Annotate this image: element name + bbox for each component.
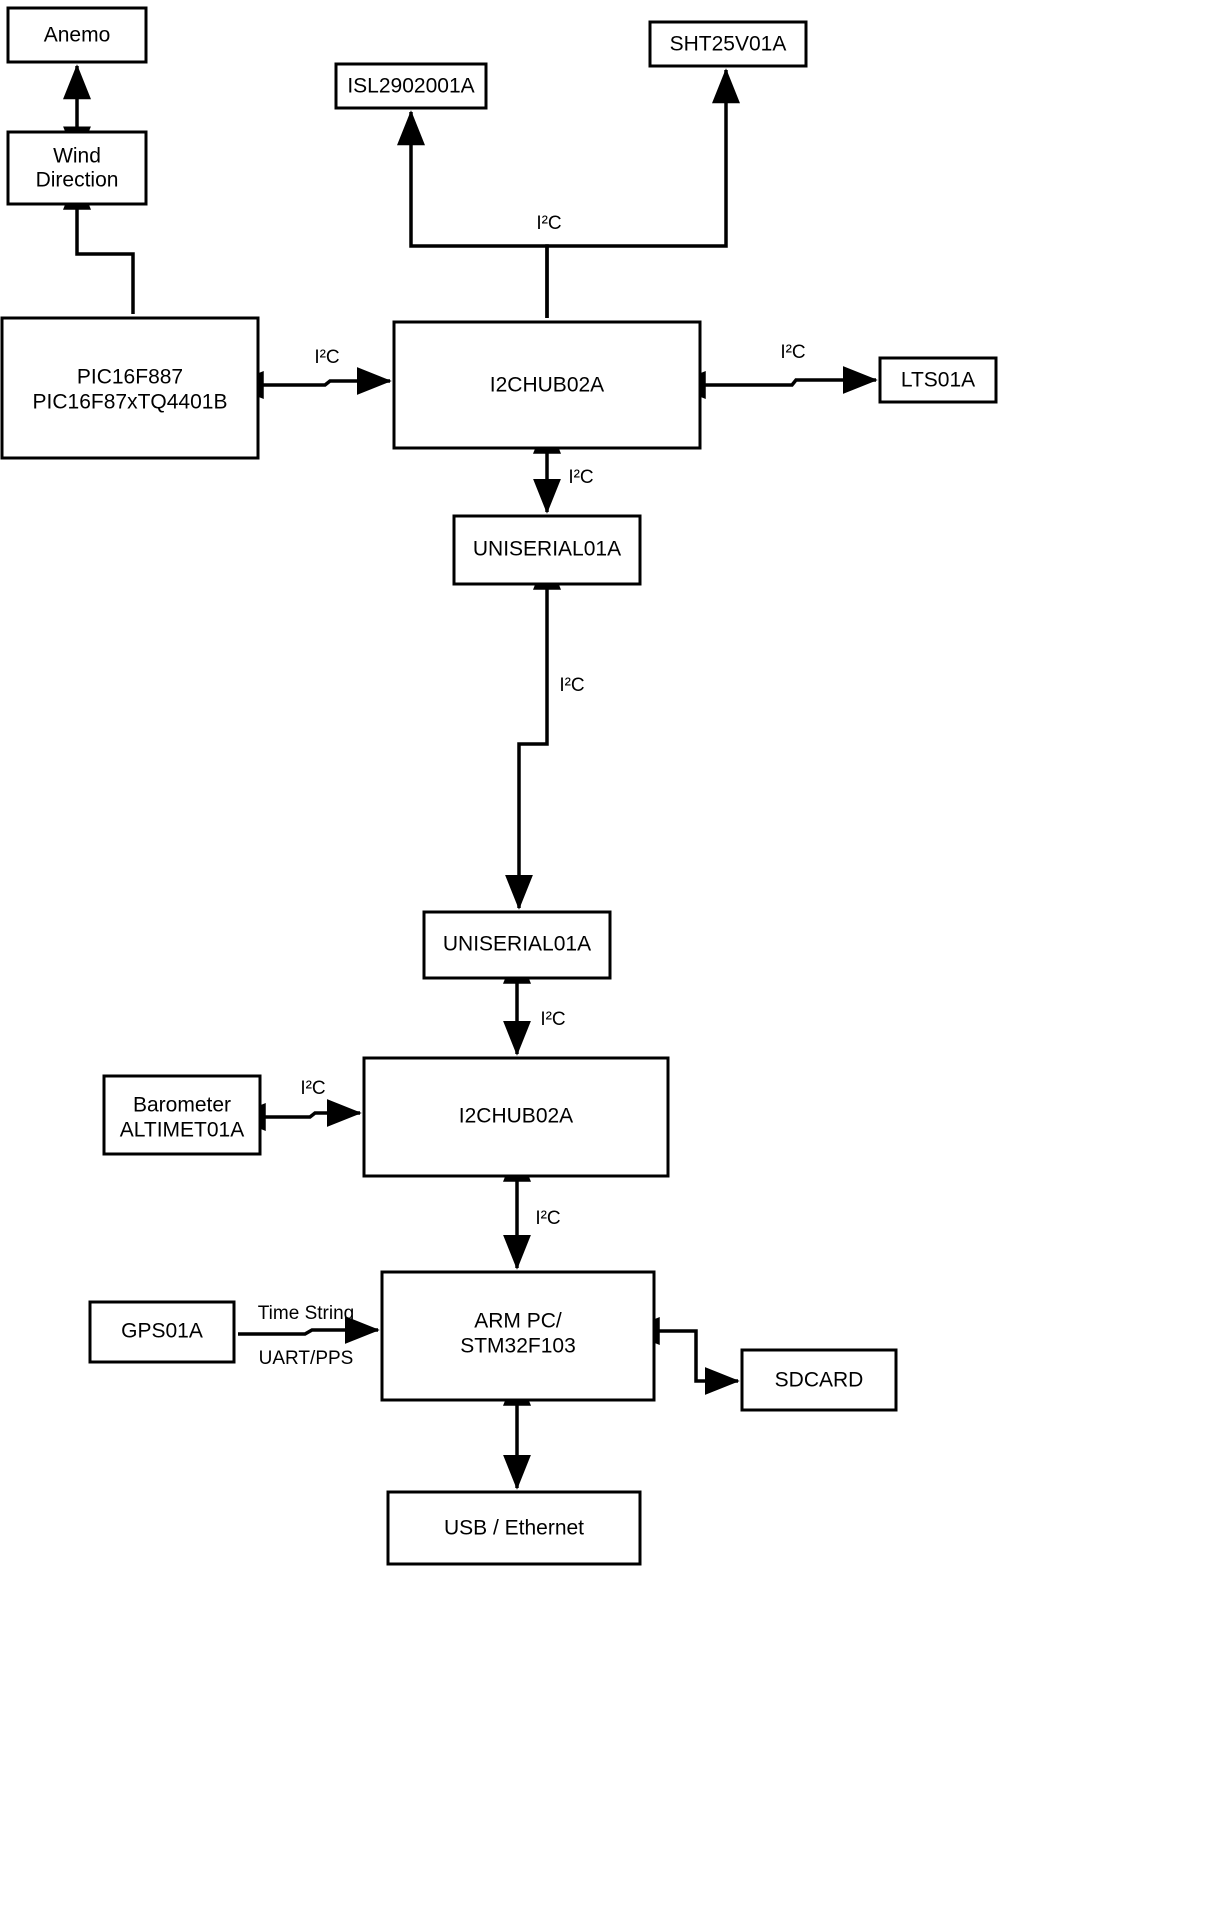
node-label-lts: LTS01A bbox=[901, 369, 975, 392]
edge-label-hub-sht: I²C bbox=[536, 213, 561, 234]
node-label-hub-top: I2CHUB02A bbox=[490, 374, 604, 397]
node-label-arm-line1: ARM PC/ bbox=[474, 1310, 562, 1333]
edge-gps-arm: Time String UART/PPS bbox=[238, 1303, 380, 1369]
node-label-hub-bottom: I2CHUB02A bbox=[459, 1105, 573, 1128]
edge-pic-wind bbox=[63, 174, 135, 314]
edge-hub-uniserial: I²C bbox=[533, 418, 594, 514]
node-label-uniserial-top: UNISERIAL01A bbox=[473, 538, 621, 561]
edge-hub-isl bbox=[397, 110, 549, 318]
node-label-isl: ISL2902001A bbox=[347, 75, 474, 98]
node-i2chub02a-top[interactable]: I2CHUB02A bbox=[392, 320, 702, 450]
node-label-uniserial-bottom: UNISERIAL01A bbox=[443, 933, 591, 956]
edge-uniserial-link: I²C bbox=[505, 554, 585, 910]
node-label-sdcard: SDCARD bbox=[775, 1369, 864, 1392]
edge-hub2-arm: I²C bbox=[503, 1146, 561, 1270]
edge-label-uniserial-hub2: I²C bbox=[540, 1009, 565, 1030]
node-label-pic-line2: PIC16F87xTQ4401B bbox=[33, 391, 228, 414]
edge-pic-hub: I²C bbox=[228, 347, 392, 399]
edge-label-uart-pps: UART/PPS bbox=[259, 1348, 354, 1369]
node-label-usb: USB / Ethernet bbox=[444, 1517, 584, 1540]
node-barometer-altimet01a[interactable]: Barometer ALTIMET01A bbox=[102, 1074, 262, 1156]
node-label-arm-line2: STM32F103 bbox=[460, 1335, 576, 1358]
edge-label-time-string: Time String bbox=[258, 1303, 354, 1324]
node-lts01a[interactable]: LTS01A bbox=[878, 356, 998, 404]
edge-label-hub-lts: I²C bbox=[780, 342, 805, 363]
node-sdcard[interactable]: SDCARD bbox=[740, 1348, 898, 1412]
node-label-barometer-line2: ALTIMET01A bbox=[120, 1119, 244, 1142]
node-usb-ethernet[interactable]: USB / Ethernet bbox=[386, 1490, 642, 1566]
edge-arm-sdcard bbox=[624, 1317, 740, 1395]
node-label-wind-line2: Direction bbox=[36, 169, 119, 192]
node-isl2902001a[interactable]: ISL2902001A bbox=[334, 62, 488, 110]
node-uniserial01a-top[interactable]: UNISERIAL01A bbox=[452, 514, 642, 586]
edge-barometer-hub2: I²C bbox=[230, 1078, 362, 1131]
edge-hub-sht: I²C bbox=[536, 68, 740, 318]
node-label-pic-line1: PIC16F887 bbox=[77, 366, 183, 389]
node-arm-pc[interactable]: ARM PC/ STM32F103 bbox=[380, 1270, 656, 1402]
node-wind-direction[interactable]: Wind Direction bbox=[6, 130, 148, 206]
node-uniserial01a-bottom[interactable]: UNISERIAL01A bbox=[422, 910, 612, 980]
edge-label-pic-hub: I²C bbox=[314, 347, 339, 368]
edge-label-barometer-hub2: I²C bbox=[300, 1078, 325, 1099]
node-anemo[interactable]: Anemo bbox=[6, 6, 148, 64]
edge-label-uniserial-link: I²C bbox=[559, 675, 584, 696]
edge-label-hub2-arm: I²C bbox=[535, 1208, 560, 1229]
node-gps01a[interactable]: GPS01A bbox=[88, 1300, 236, 1364]
node-label-wind-line1: Wind bbox=[53, 145, 101, 168]
node-label-barometer-line1: Barometer bbox=[133, 1094, 231, 1117]
edge-hub-lts: I²C bbox=[670, 342, 878, 399]
node-i2chub02a-bottom[interactable]: I2CHUB02A bbox=[362, 1056, 670, 1178]
node-label-sht: SHT25V01A bbox=[670, 33, 787, 56]
edge-uniserial-hub2: I²C bbox=[503, 948, 566, 1056]
node-pic16f887[interactable]: PIC16F887 PIC16F87xTQ4401B bbox=[0, 316, 260, 460]
node-label-gps: GPS01A bbox=[121, 1320, 203, 1343]
node-sht25v01a[interactable]: SHT25V01A bbox=[648, 20, 808, 68]
node-label-anemo: Anemo bbox=[44, 24, 111, 47]
edge-label-hub-uniserial: I²C bbox=[568, 467, 593, 488]
